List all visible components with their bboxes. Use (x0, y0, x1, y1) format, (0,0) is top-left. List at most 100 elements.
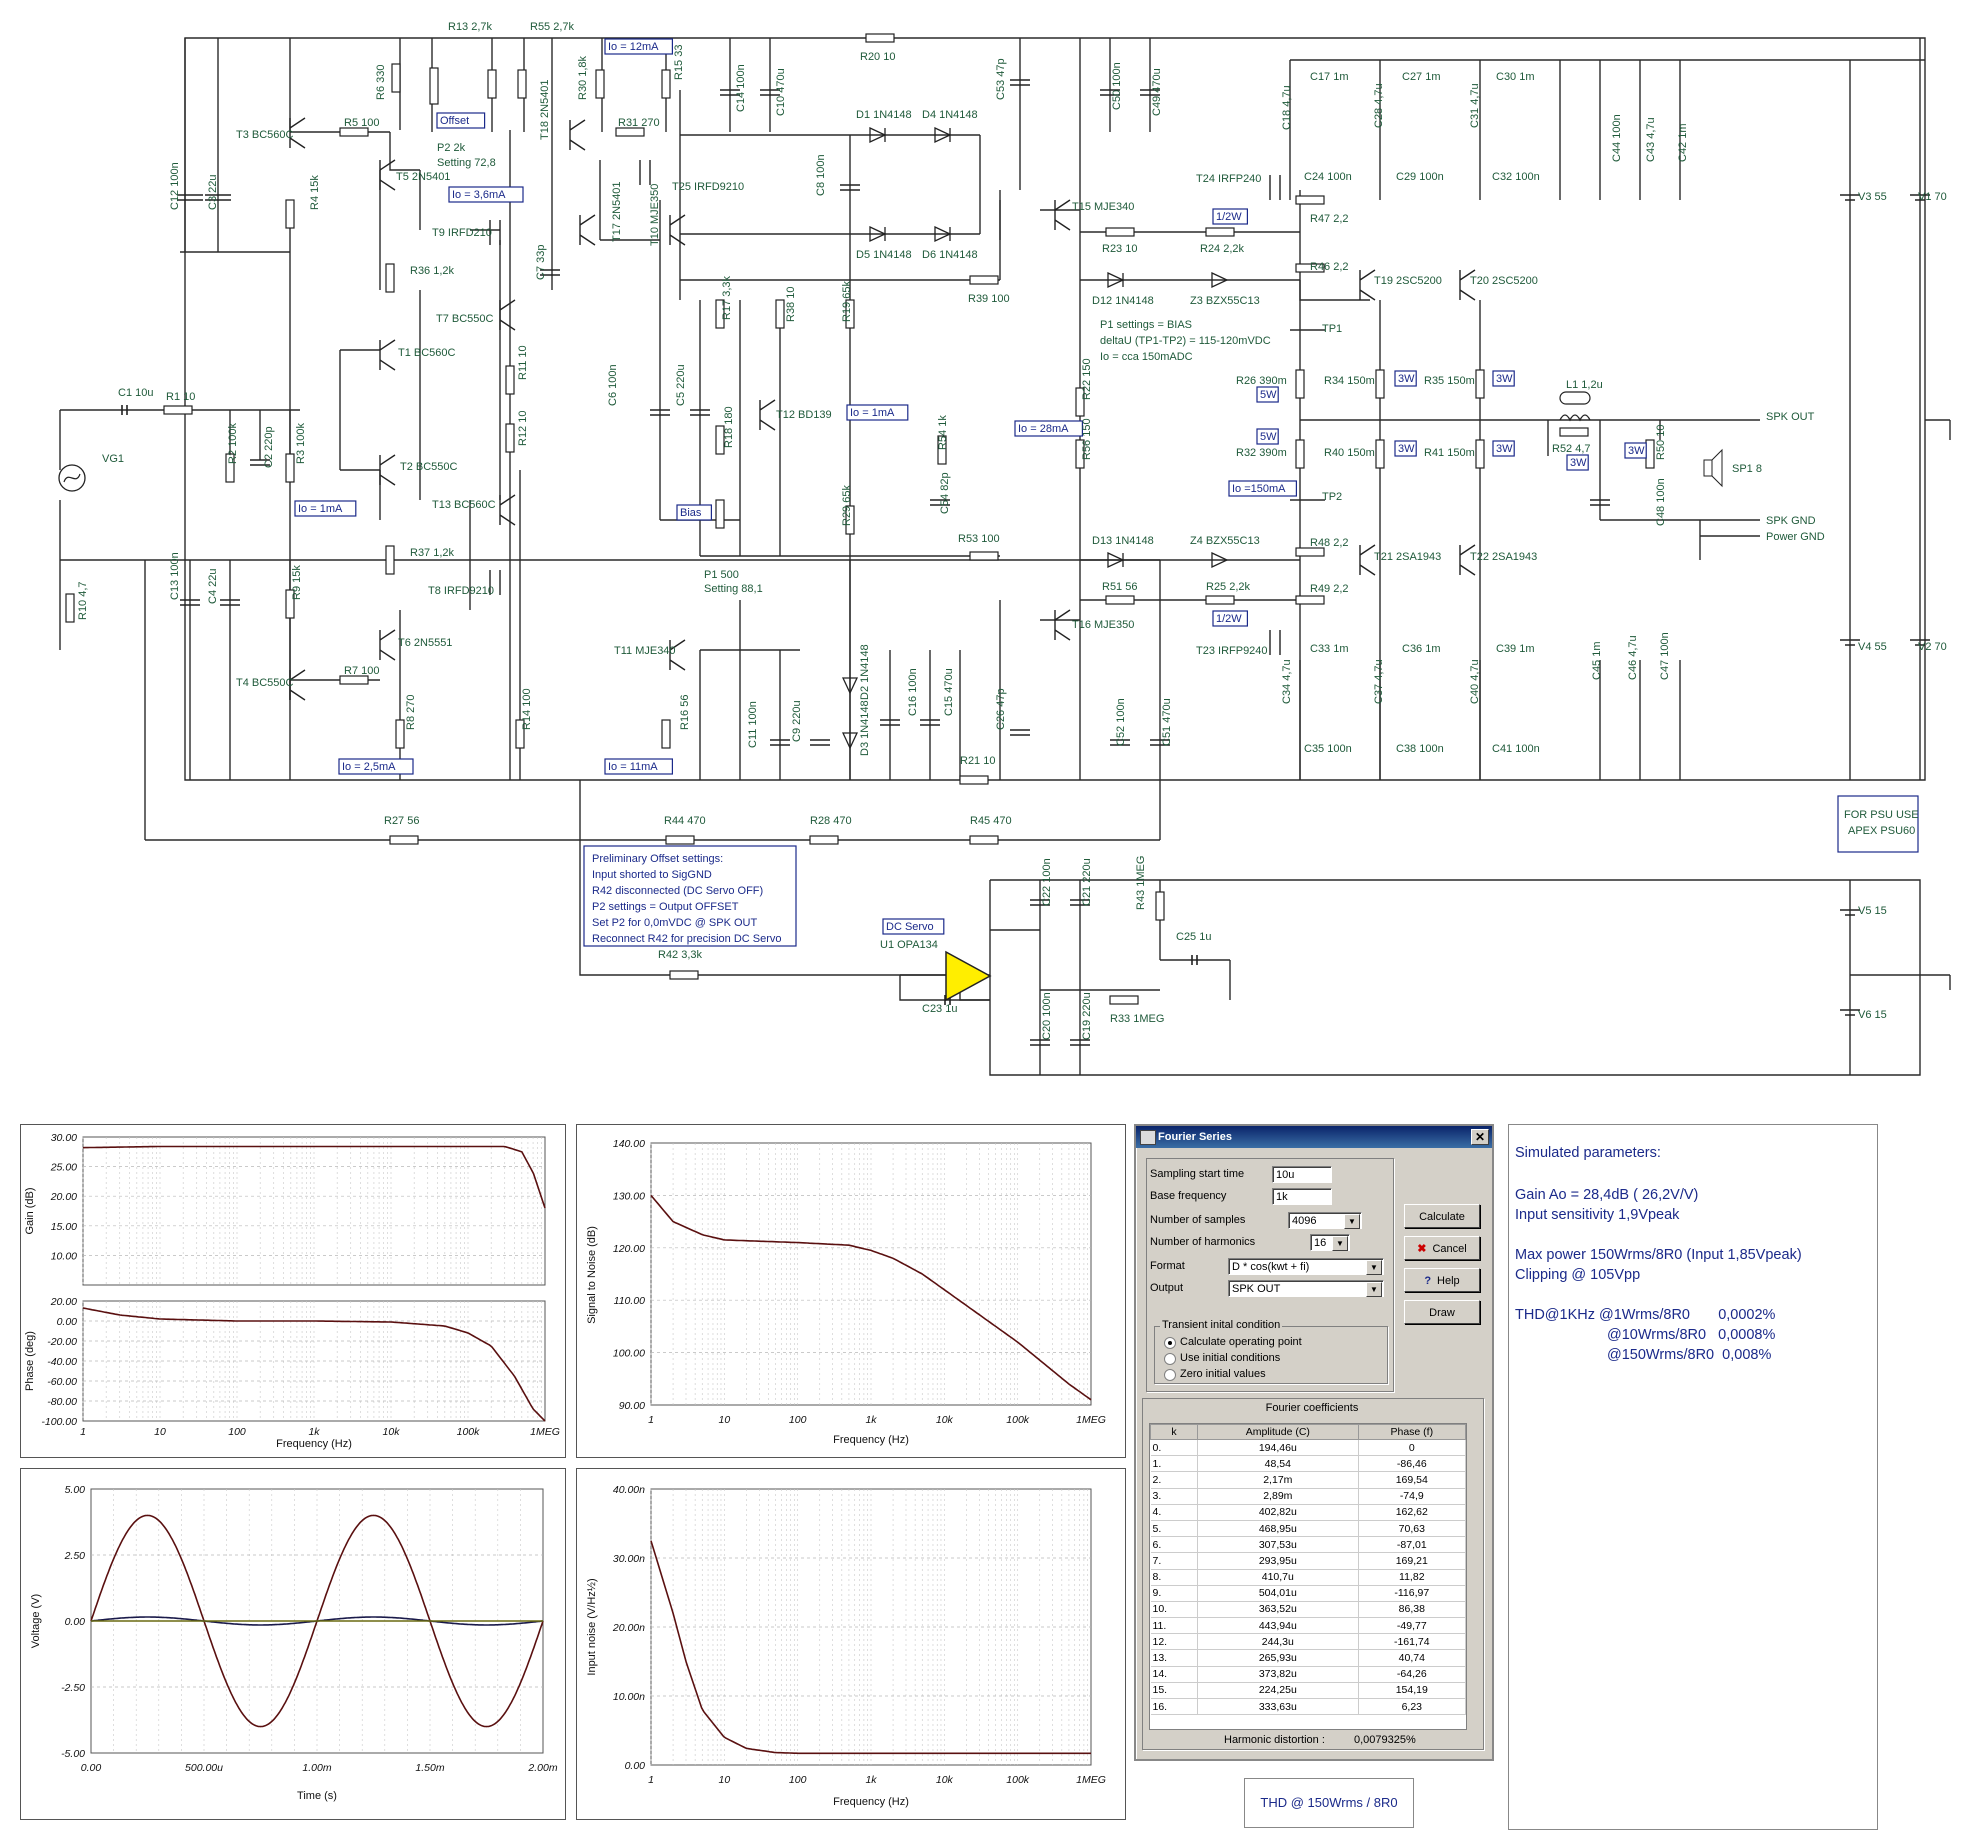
label-box (1394, 370, 1417, 387)
transistors (289, 117, 1476, 701)
label-box (294, 500, 357, 517)
component-label: 3W (1398, 373, 1415, 385)
field-input[interactable]: D * cos(kwt + fi)▼ (1228, 1258, 1384, 1275)
component-label: R13 2,7k (448, 21, 493, 33)
component-label: T22 2SA1943 (1470, 551, 1537, 563)
field-input[interactable]: 10u (1272, 1166, 1332, 1183)
component-label: T15 MJE340 (1072, 201, 1134, 213)
table-row: 1.48,54-86,46 (1150, 1455, 1467, 1473)
component-label: Offset (440, 115, 469, 127)
wires (59, 37, 1951, 1076)
component-label: R6 330 (375, 65, 387, 100)
component-label: T3 BC560C (236, 129, 294, 141)
table-cell: 14. (1150, 1666, 1199, 1683)
table-cell: 169,54 (1358, 1471, 1467, 1489)
table-cell: 8. (1150, 1569, 1199, 1586)
chevron-down-icon[interactable]: ▼ (1344, 1214, 1360, 1229)
chevron-down-icon[interactable]: ▼ (1366, 1260, 1382, 1275)
table-row: 3.2,89m-74,9 (1150, 1488, 1467, 1505)
x-tick-label: 1 (80, 1426, 86, 1438)
field-input[interactable]: SPK OUT▼ (1228, 1280, 1384, 1297)
table-cell: 6. (1150, 1536, 1199, 1554)
y-tick-label: 5.00 (65, 1484, 86, 1496)
y-tick-label: -100.00 (41, 1416, 77, 1428)
noise-axis-label: Input noise (V/Hz½) (586, 1578, 598, 1675)
component-label: V1 70 (1918, 191, 1947, 203)
field-input[interactable]: 4096 ▼ (1288, 1212, 1362, 1229)
label-box (448, 186, 524, 203)
radio-calculate-operating-point[interactable]: Calculate operating point (1164, 1336, 1302, 1349)
component-label: R41 150m (1424, 447, 1475, 459)
component-label: C40 4,7u (1469, 659, 1481, 704)
component-label: 1/2W (1216, 613, 1242, 625)
component-label: C31 4,7u (1469, 83, 1481, 128)
component-label: R18 180 (723, 406, 735, 448)
time-axis-label: Time (s) (297, 1790, 337, 1802)
x-tick-label: 1 (648, 1414, 654, 1426)
component-label: R39 100 (968, 293, 1010, 305)
y-tick-label: -60.00 (47, 1376, 77, 1388)
chevron-down-icon[interactable]: ▼ (1366, 1282, 1382, 1297)
thd-caption: THD @ 150Wrms / 8R0 (1244, 1778, 1414, 1828)
component-label: T25 IRFD9210 (672, 181, 744, 193)
component-label: deltaU (TP1-TP2) = 115-120mVDC (1100, 335, 1271, 347)
close-button[interactable]: ✕ (1471, 1129, 1489, 1145)
column-header: k (1149, 1424, 1199, 1440)
component-label: C10 470u (775, 68, 787, 116)
field-value: 16 (1314, 1237, 1327, 1249)
field-input[interactable]: 16 ▼ (1310, 1234, 1350, 1251)
component-label: C30 1m (1496, 71, 1535, 83)
component-label: C42 1m (1677, 123, 1689, 162)
y-tick-label: 30.00 (51, 1132, 77, 1144)
component-label: R35 150m (1424, 375, 1475, 387)
component-label: Io = 28mA (1018, 423, 1069, 435)
table-cell: 468,95u (1197, 1520, 1359, 1538)
table-cell: 363,52u (1197, 1601, 1359, 1619)
field-value: 10u (1276, 1169, 1295, 1181)
radio-zero-initial-values[interactable]: Zero initial values (1164, 1368, 1266, 1381)
calculate-button[interactable]: Calculate (1404, 1204, 1480, 1228)
table-cell: 2,89m (1197, 1488, 1359, 1505)
component-label: T13 BC560C (432, 499, 496, 511)
component-label: C51 470u (1161, 698, 1173, 746)
dialog-titlebar[interactable]: Fourier Series ✕ (1136, 1126, 1492, 1148)
y-tick-label: 10.00 (51, 1250, 77, 1262)
y-tick-label: 20.00 (50, 1296, 77, 1308)
component-label: T1 BC560C (398, 347, 456, 359)
component-label: C27 1m (1402, 71, 1441, 83)
cancel-button-label: Cancel (1432, 1243, 1467, 1255)
dialog-title: Fourier Series (1158, 1131, 1232, 1143)
coefficients-title: Fourier coefficients (1265, 1402, 1359, 1414)
y-tick-label: 10.00n (613, 1691, 645, 1703)
table-cell: 402,82u (1197, 1504, 1359, 1521)
component-label: T21 2SA1943 (1374, 551, 1441, 563)
component-label: V4 55 (1858, 641, 1887, 653)
component-label: C24 100n (1304, 171, 1352, 183)
field-value: 4096 (1292, 1215, 1317, 1227)
cancel-button[interactable]: ✖Cancel (1404, 1236, 1480, 1260)
x-tick-label: 1k (308, 1426, 320, 1438)
chevron-down-icon[interactable]: ▼ (1332, 1236, 1348, 1251)
param-gain: Gain Ao = 28,4dB ( 26,2V/V) (1515, 1187, 1699, 1203)
draw-button[interactable]: Draw (1404, 1300, 1480, 1324)
component-label: R43 1MEG (1135, 856, 1147, 910)
component-label: R55 2,7k (530, 21, 575, 33)
speaker-icon (1703, 448, 1723, 488)
x-tick-label: 10k (936, 1774, 954, 1786)
component-label: T17 2N5401 (611, 181, 623, 242)
help-button[interactable]: ?Help (1404, 1268, 1480, 1292)
table-cell: 0 (1358, 1439, 1467, 1457)
component-label: SPK GND (1766, 515, 1816, 527)
y-tick-label: 140.00 (613, 1138, 645, 1150)
label-box (338, 758, 414, 775)
field-input[interactable]: 1k (1272, 1188, 1332, 1205)
radio-use-initial-conditions[interactable]: Use initial conditions (1164, 1352, 1280, 1365)
